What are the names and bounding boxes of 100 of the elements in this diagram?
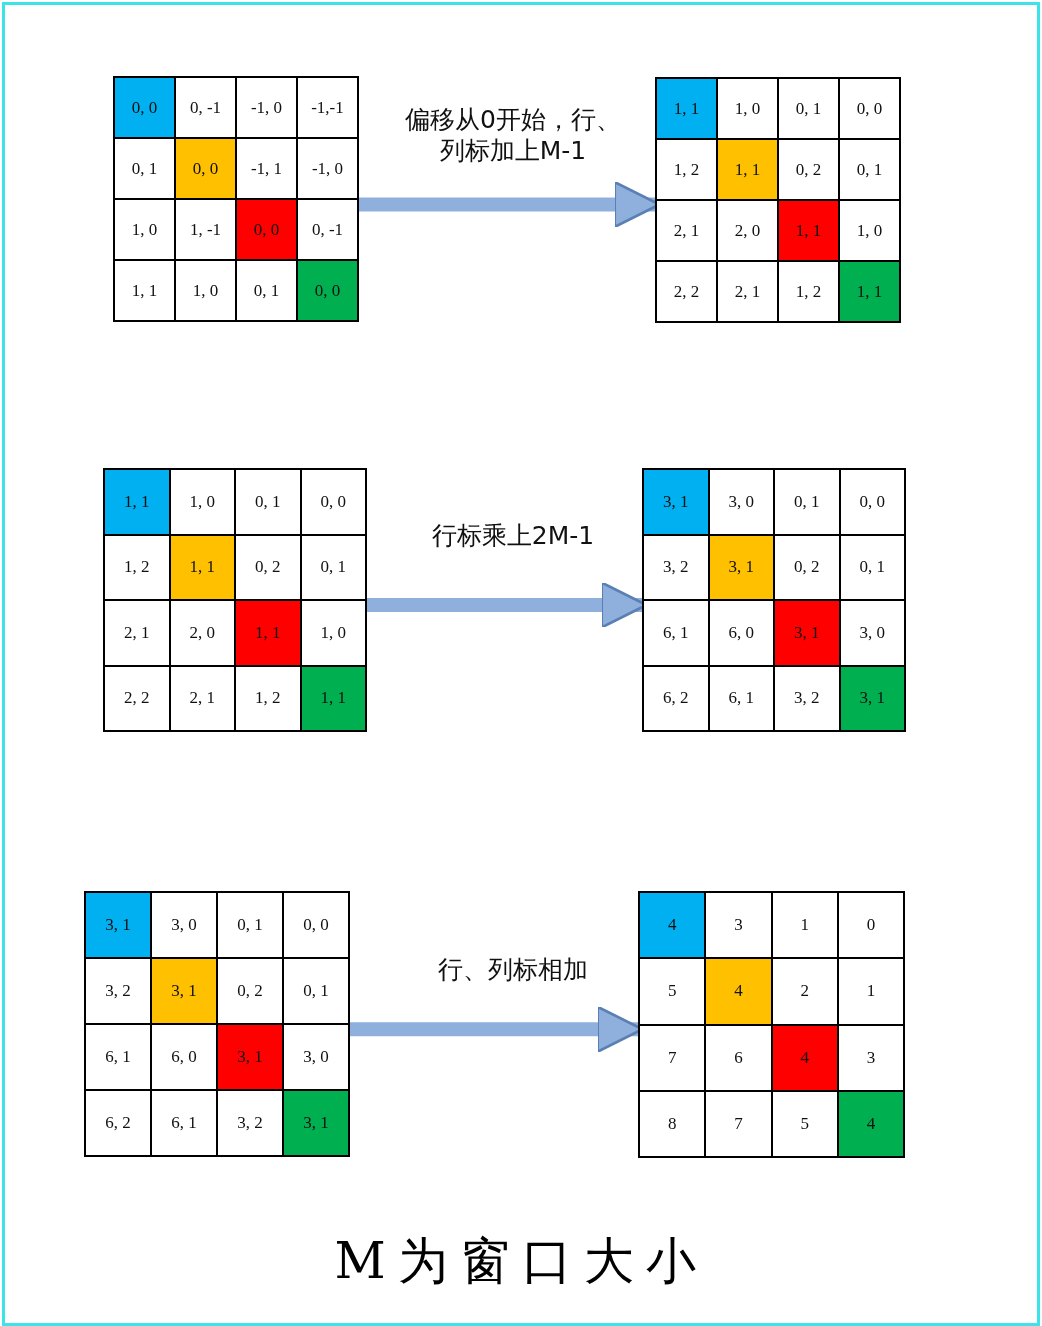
grid-cell: 7 xyxy=(705,1090,772,1157)
grid-cell: 4 xyxy=(837,1090,904,1157)
grid-cell: 3, 1 xyxy=(774,600,840,666)
grid-cell: -1, 1 xyxy=(236,138,297,199)
grid-cell: 1, 0 xyxy=(114,199,175,260)
grid-cell: 0, 2 xyxy=(217,958,283,1024)
grid-cell: 1, 2 xyxy=(656,139,717,200)
caption: M为窗口大小 xyxy=(333,1231,709,1292)
grid-cell: -1, 0 xyxy=(297,138,358,199)
grid-cell: 3, 2 xyxy=(643,534,709,600)
grid-cell: 4 xyxy=(705,958,772,1025)
grid-cell: 2, 0 xyxy=(169,600,235,666)
grid-cell: 1, 1 xyxy=(717,139,778,200)
grid-cell: 3, 2 xyxy=(217,1090,283,1156)
grid-cell: 0, 1 xyxy=(839,139,900,200)
grid-cell: 2, 1 xyxy=(169,665,235,731)
grid-cell: 0, 1 xyxy=(283,958,349,1024)
grid-cell: 0, 1 xyxy=(236,260,297,321)
grid-cell: 0, 2 xyxy=(774,534,840,600)
grid-cell: 1, 1 xyxy=(656,78,717,139)
grid-cell: 0, 1 xyxy=(839,534,905,600)
grid-cell: 3, 2 xyxy=(774,665,840,731)
grid-cell: 0, -1 xyxy=(297,199,358,260)
grid-cell: 3, 1 xyxy=(283,1090,349,1156)
grid-cell: 0, 0 xyxy=(175,138,236,199)
grid-cell: 1, -1 xyxy=(175,199,236,260)
grid-cell: 0, 0 xyxy=(236,199,297,260)
grid-cell: 0, 0 xyxy=(839,469,905,535)
grid-cell: -1, 0 xyxy=(236,77,297,138)
grid-cell: 0, -1 xyxy=(175,77,236,138)
grid-cell: 3, 0 xyxy=(708,469,774,535)
grid-cell: 0, 0 xyxy=(283,892,349,958)
matrix-table xyxy=(103,468,367,732)
grid-cell: 0, 0 xyxy=(297,260,358,321)
grid-cell: 0, 1 xyxy=(778,78,839,139)
grid-cell: 6, 1 xyxy=(85,1024,151,1090)
grid-cell: 0, 0 xyxy=(839,78,900,139)
grid-cell: 3, 1 xyxy=(708,534,774,600)
matrix-table xyxy=(84,891,350,1157)
matrix-table xyxy=(642,468,906,732)
grid-cell: 1, 1 xyxy=(114,260,175,321)
grid-cell: 1, 1 xyxy=(778,200,839,261)
grid-cell: 0, 1 xyxy=(217,892,283,958)
grid-cell: 3 xyxy=(705,892,772,959)
grid-cell: 8 xyxy=(639,1090,706,1157)
grid-cell: 6, 1 xyxy=(708,665,774,731)
grid-cell: 1, 2 xyxy=(235,665,301,731)
grid-cell: 3, 1 xyxy=(643,469,709,535)
grid-cell: 3, 2 xyxy=(85,958,151,1024)
grid-cell: 3, 0 xyxy=(151,892,217,958)
grid-cell: -1,-1 xyxy=(297,77,358,138)
grid-cell: 3, 0 xyxy=(283,1024,349,1090)
grid-cell: 6, 1 xyxy=(643,600,709,666)
grid-cell: 1, 0 xyxy=(300,600,366,666)
grid-cell: 2, 2 xyxy=(104,665,170,731)
grid-cell: 3, 1 xyxy=(85,892,151,958)
grid-cell: 1, 1 xyxy=(839,261,900,322)
grid-cell: 1, 1 xyxy=(300,665,366,731)
grid-cell: 0, 2 xyxy=(235,534,301,600)
grid-cell: 1, 0 xyxy=(717,78,778,139)
grid-cell: 1, 1 xyxy=(104,469,170,535)
grid-cell: 2 xyxy=(771,958,838,1025)
grid-cell: 0, 2 xyxy=(778,139,839,200)
grid-cell: 4 xyxy=(771,1024,838,1091)
grid-cell: 1, 1 xyxy=(235,600,301,666)
grid-cell: 6, 2 xyxy=(643,665,709,731)
grid-cell: 3, 1 xyxy=(217,1024,283,1090)
grid-cell: 6, 0 xyxy=(151,1024,217,1090)
grid-cell: 7 xyxy=(639,1024,706,1091)
grid-cell: 1, 1 xyxy=(169,534,235,600)
grid-cell: 5 xyxy=(639,958,706,1025)
matrix-table xyxy=(638,891,905,1158)
grid-cell: 1, 0 xyxy=(175,260,236,321)
grid-cell: 0, 1 xyxy=(235,469,301,535)
grid-cell: 0 xyxy=(837,892,904,959)
grid-cell: 2, 1 xyxy=(656,200,717,261)
grid-cell: 3, 0 xyxy=(839,600,905,666)
grid-cell: 6, 1 xyxy=(151,1090,217,1156)
grid-cell: 0, 1 xyxy=(300,534,366,600)
grid-cell: 0, 0 xyxy=(114,77,175,138)
grid-cell: 0, 0 xyxy=(300,469,366,535)
grid-cell: 4 xyxy=(639,892,706,959)
grid-cell: 5 xyxy=(771,1090,838,1157)
grid-cell: 2, 1 xyxy=(717,261,778,322)
grid-cell: 1, 0 xyxy=(169,469,235,535)
matrix-table xyxy=(113,76,359,322)
grid-cell: 3, 1 xyxy=(839,665,905,731)
grid-cell: 6, 2 xyxy=(85,1090,151,1156)
grid-cell: 1, 2 xyxy=(778,261,839,322)
grid-cell: 0, 1 xyxy=(774,469,840,535)
grid-cell: 1, 0 xyxy=(839,200,900,261)
matrix-table xyxy=(655,77,901,323)
grid-cell: 2, 0 xyxy=(717,200,778,261)
grid-cell: 6 xyxy=(705,1024,772,1091)
grid-cell: 2, 2 xyxy=(656,261,717,322)
grid-cell: 1 xyxy=(771,892,838,959)
grid-cell: 2, 1 xyxy=(104,600,170,666)
grid-cell: 6, 0 xyxy=(708,600,774,666)
grid-cell: 3 xyxy=(837,1024,904,1091)
grid-cell: 0, 1 xyxy=(114,138,175,199)
